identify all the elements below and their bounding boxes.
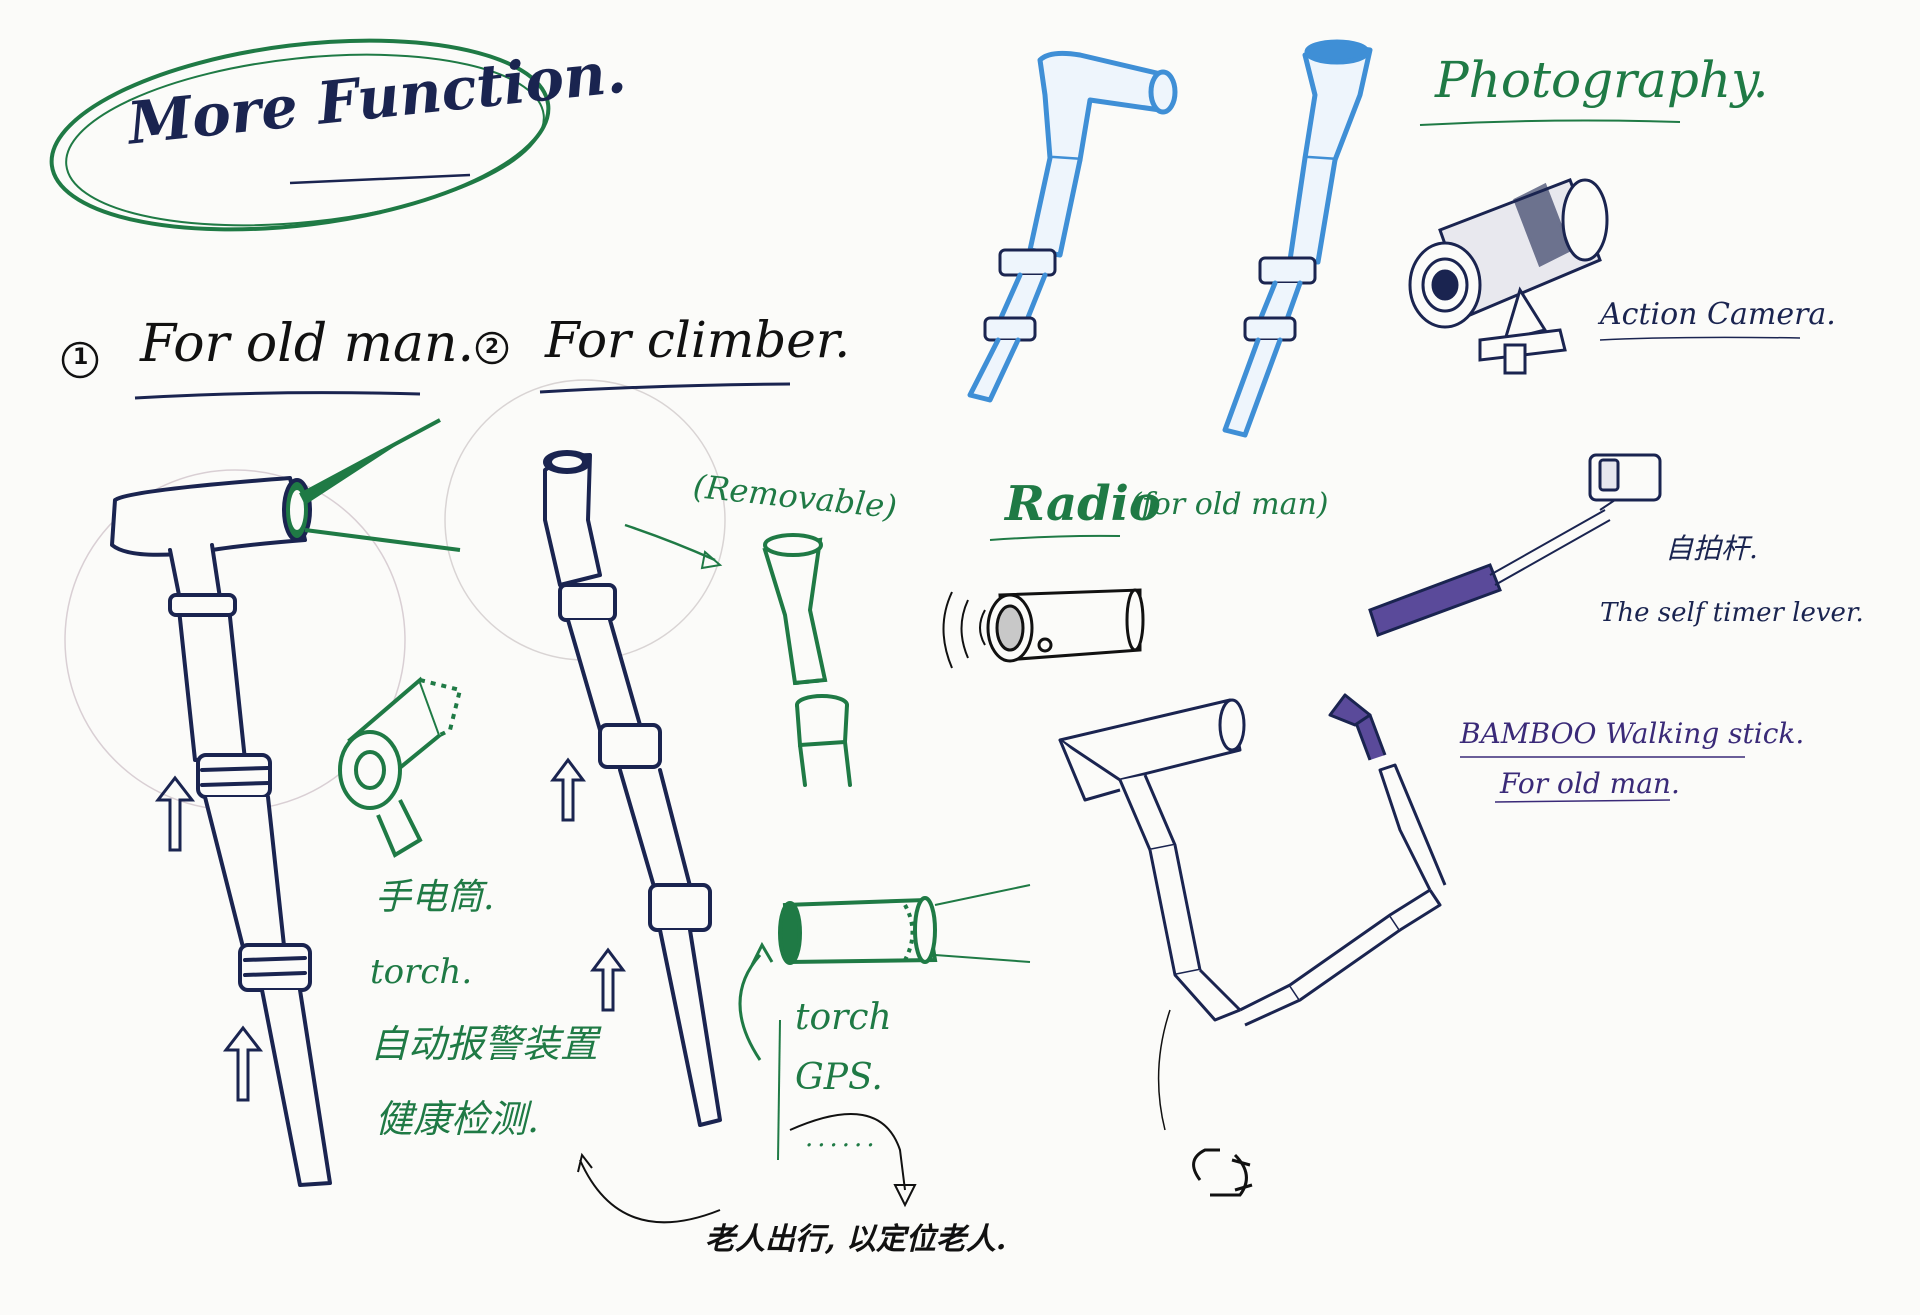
selfie-label-cn: 自拍杆. xyxy=(1665,532,1758,565)
radio-subheading: (for old man) xyxy=(1130,487,1329,522)
underline-title-function xyxy=(289,173,471,185)
elder-note: 老人出行, 以定位老人. xyxy=(705,1222,1007,1257)
underline-climber xyxy=(539,382,791,394)
underline-action-camera xyxy=(1599,336,1801,341)
notes-bracket xyxy=(777,1019,781,1161)
blue-cane-right xyxy=(1222,39,1373,438)
underline-radio xyxy=(989,534,1121,541)
action-camera-label: Action Camera. xyxy=(1600,297,1836,332)
action-camera xyxy=(1408,178,1609,375)
section-number-2: 2 xyxy=(485,334,499,358)
climber-note-torch: torch xyxy=(795,997,892,1038)
torch-beam-old-man-fill xyxy=(300,420,440,505)
elder-arrow xyxy=(579,1159,721,1224)
torch-arrowhead xyxy=(750,941,774,966)
selfie-label-en: The self timer lever. xyxy=(1600,598,1864,628)
clip-part xyxy=(1192,1148,1253,1197)
number-circle-1 xyxy=(61,341,99,379)
section-label-old-man: For old man. xyxy=(140,314,475,374)
gps-arrowhead xyxy=(893,1184,917,1208)
clip-arrow xyxy=(1157,1009,1171,1131)
bamboo-subtitle: For old man. xyxy=(1500,767,1680,800)
gps-arrow xyxy=(789,1113,906,1191)
underline-bamboo-sub xyxy=(1494,799,1671,803)
removable-tip xyxy=(762,533,852,787)
elder-arrowhead xyxy=(577,1152,593,1173)
section-label-climber: For climber. xyxy=(545,311,851,369)
photography-heading: Photography. xyxy=(1435,51,1769,109)
torch-arrow xyxy=(738,954,762,1061)
removable-arrow xyxy=(624,523,716,562)
underline-photography xyxy=(1419,119,1681,126)
torch-detail xyxy=(338,676,463,858)
removable-arrowhead xyxy=(700,550,723,570)
climber-pole xyxy=(543,450,722,1127)
title-ellipse xyxy=(49,38,551,232)
folding-bamboo-stick xyxy=(1058,693,1447,1027)
underline-old-man xyxy=(134,391,421,400)
torch-beam-climber xyxy=(934,884,1031,963)
blue-cane-left xyxy=(967,50,1178,403)
title-ellipse-inner xyxy=(65,53,545,227)
torch-note-en: torch. xyxy=(370,952,473,992)
selfie-stick xyxy=(1368,453,1662,637)
up-arrows-climber xyxy=(550,757,626,1012)
section-number-1: 1 xyxy=(73,345,89,370)
number-circle-2 xyxy=(475,331,509,365)
torch-note-alarm: 自动报警装置 xyxy=(370,1022,599,1066)
up-arrows-old-man xyxy=(154,775,264,1102)
bamboo-title: BAMBOO Walking stick. xyxy=(1460,717,1805,750)
climber-note-gps: GPS. xyxy=(795,1057,883,1098)
climber-torch xyxy=(778,896,938,965)
radio-module xyxy=(942,588,1145,669)
torch-note-health: 健康检测. xyxy=(375,1097,540,1141)
climber-note-more: ...... xyxy=(805,1123,879,1153)
radio-heading: Radio xyxy=(1005,476,1161,532)
old-man-cane xyxy=(110,476,332,1187)
torch-note-cn: 手电筒. xyxy=(375,877,495,918)
